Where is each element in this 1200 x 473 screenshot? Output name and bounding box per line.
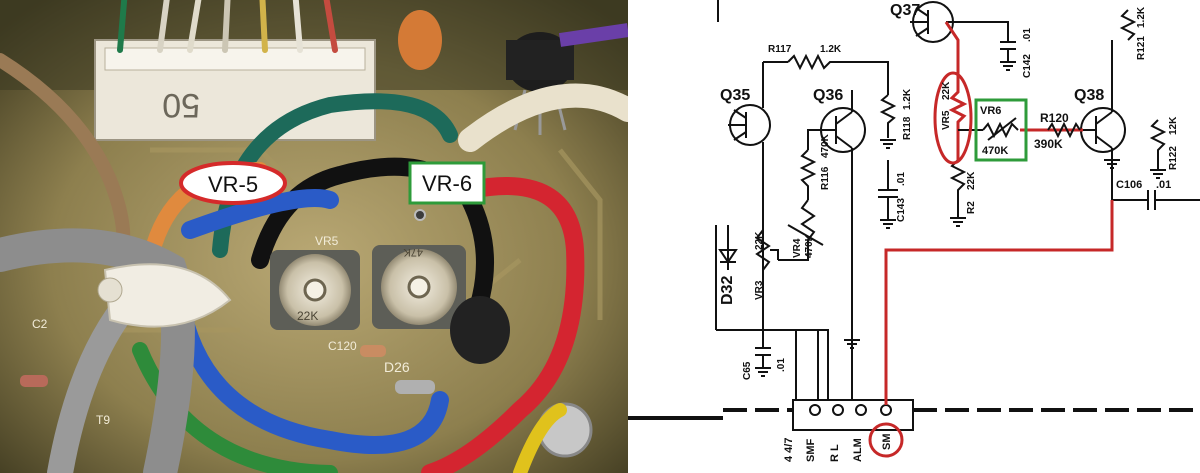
- label-r118-value: 1.2K: [902, 88, 913, 110]
- silk-c120: C120: [328, 339, 357, 353]
- cable-tie: [103, 263, 232, 328]
- label-q36: Q36: [813, 87, 843, 104]
- transistor-component: [506, 32, 574, 135]
- label-vr4-value: 470K: [804, 233, 815, 258]
- label-vr5-value: 22K: [941, 81, 952, 100]
- label-d32: D32: [719, 276, 736, 305]
- label-q35: Q35: [720, 87, 750, 104]
- pot-vr6: 47K: [372, 245, 466, 329]
- silk-d26: D26: [384, 359, 410, 375]
- label-r121-name: R121: [1136, 36, 1147, 60]
- label-vr4-name: VR4: [792, 238, 803, 258]
- label-vr3-value: 22K: [754, 231, 765, 250]
- label-r117-name: R117: [768, 44, 792, 55]
- label-pin-alm: ALM: [852, 438, 864, 462]
- label-c106-name: C106: [1116, 179, 1142, 191]
- callout-vr6: VR-6: [408, 161, 486, 205]
- label-r117-value: 1.2K: [820, 44, 842, 55]
- label-r120-value: 390K: [1034, 137, 1063, 151]
- schematic-diagram: Q37 Q35 Q36 Q38 R117 1.2K 1.2K R118 R116…: [628, 0, 1200, 473]
- label-r116-value: 470K: [820, 133, 831, 158]
- callout-vr5-label: VR-5: [208, 172, 258, 197]
- label-c65-value: .01: [776, 358, 787, 372]
- label-r2-value: 22K: [966, 171, 977, 190]
- pot-vr5-value: 22K: [297, 309, 318, 323]
- label-pin-smf: SMF: [805, 439, 817, 463]
- label-c106-value: .01: [1156, 179, 1171, 191]
- label-r116: R116: [820, 166, 831, 190]
- label-vr5-name: VR5: [941, 110, 952, 130]
- label-r122-value: 12K: [1168, 116, 1179, 135]
- callout-vr5: VR-5: [179, 161, 287, 205]
- label-c143-name: C143: [896, 198, 907, 222]
- label-vr3-name: VR3: [754, 280, 765, 300]
- label-c142-name: C142: [1022, 54, 1033, 78]
- pcb-photo: 50 22K: [0, 0, 628, 473]
- label-vr6-value: 470K: [982, 145, 1008, 157]
- label-r2-name: R2: [966, 201, 977, 214]
- label-pin-rl: R L: [829, 444, 841, 462]
- callout-vr6-label: VR-6: [422, 171, 472, 196]
- pcb-photo-illustration: 50 22K: [0, 0, 628, 473]
- label-connector-ref: 4 4/7: [783, 438, 795, 462]
- schematic-drawing: Q37 Q35 Q36 Q38 R117 1.2K 1.2K R118 R116…: [628, 0, 1200, 463]
- connector-number: 50: [162, 86, 200, 124]
- label-r118-name: R118: [902, 116, 913, 140]
- label-vr6-name: VR6: [980, 105, 1001, 117]
- label-q37: Q37: [890, 2, 920, 19]
- label-q38: Q38: [1074, 87, 1104, 104]
- signal-path-highlight: [884, 21, 1114, 405]
- label-c143-value: .01: [896, 172, 907, 186]
- sm-pin-highlight: [868, 422, 904, 458]
- pot-vr6-value: 47K: [403, 246, 423, 258]
- pot-vr5: 22K: [270, 250, 360, 330]
- label-r120-name: R120: [1040, 111, 1069, 125]
- label-pin-sm: SM: [881, 434, 893, 451]
- silk-c2: C2: [32, 317, 48, 331]
- vr5-highlight-ellipse: [933, 71, 973, 165]
- silk-t9: T9: [96, 413, 110, 427]
- label-c65-name: C65: [742, 361, 753, 380]
- label-r121-value: 1.2K: [1136, 6, 1147, 28]
- connector-block: 50: [94, 39, 376, 141]
- silk-vr5: VR5: [315, 234, 339, 248]
- label-c142-value: .01: [1022, 28, 1033, 42]
- vr6-highlight-box: [974, 98, 1028, 162]
- label-r122-name: R122: [1168, 146, 1179, 170]
